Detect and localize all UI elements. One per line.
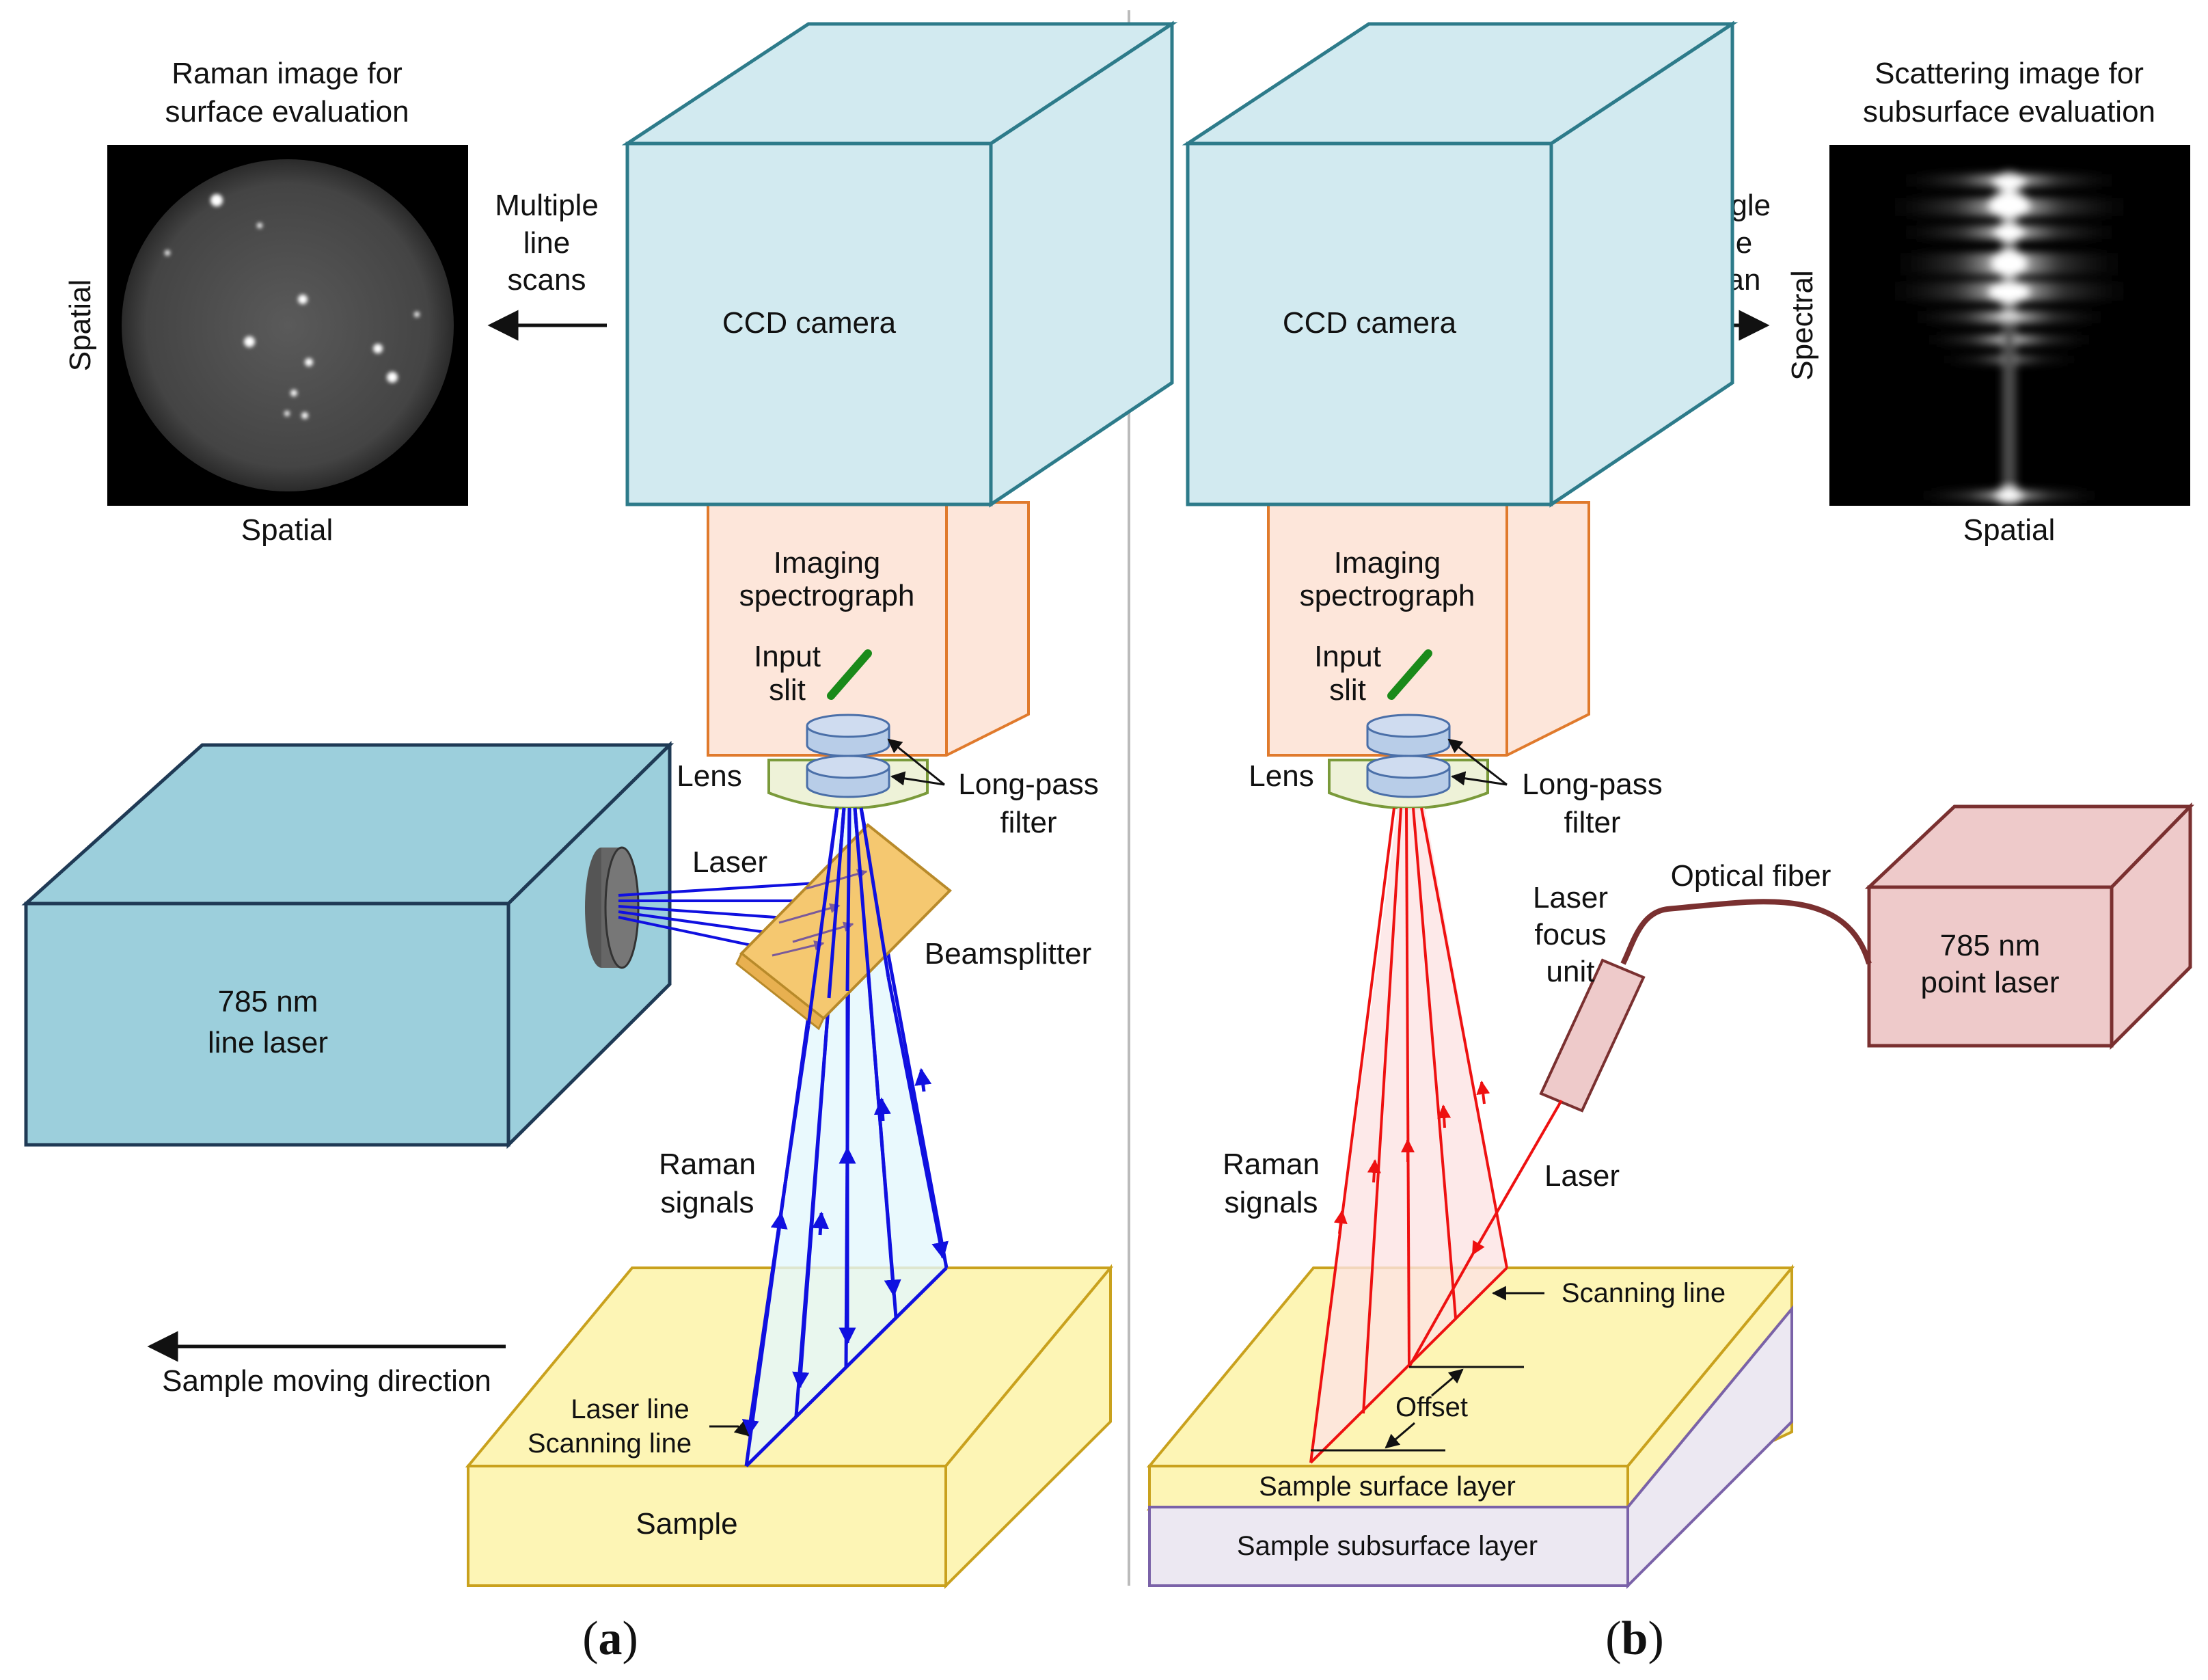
svg-text:(b): (b) <box>1605 1612 1664 1665</box>
point-laser-box <box>1864 802 2194 1051</box>
laser-focus-unit <box>1539 958 1646 1113</box>
input-slit-label-b-2: slit <box>1329 673 1366 707</box>
scan-label-3: scans <box>508 263 586 297</box>
laser-label: Laser <box>692 845 767 879</box>
filter-label-1: Long-pass <box>958 768 1098 801</box>
caption-a: (a) <box>582 1612 638 1665</box>
caption-b: (b) <box>1605 1612 1664 1665</box>
focus-unit-label-2: focus <box>1534 918 1606 951</box>
surface-layer-label: Sample surface layer <box>1259 1472 1516 1502</box>
offset-arrow-top <box>1431 1368 1464 1397</box>
filter-pointer-b-2 <box>1450 771 1508 786</box>
input-slit-b <box>1387 649 1432 700</box>
scan-label-1: Multiple <box>495 189 599 222</box>
spectrograph-label-2: spectrograph <box>739 579 915 612</box>
raman-signals-label-b-1: Raman <box>1223 1148 1320 1181</box>
imaging-spectrograph-b <box>1267 501 1590 757</box>
raman-image-axis-vertical: Spatial <box>64 280 97 372</box>
raman-signals-label-1: Raman <box>659 1148 756 1181</box>
scatter-image-title-2: subsurface evaluation <box>1863 95 2155 128</box>
ccd-camera-label-b: CCD camera <box>1283 306 1457 340</box>
raman-signal-arrowheads-b <box>1333 1081 1490 1234</box>
long-pass-filter-upper <box>806 714 890 757</box>
point-laser-label-2: point laser <box>1920 966 2059 999</box>
input-slit-label-2: slit <box>769 673 806 707</box>
incident-laser-b-ext <box>1408 1254 1474 1368</box>
raman-image-title-1: Raman image for <box>172 57 402 90</box>
long-pass-filter-upper-b <box>1366 714 1451 757</box>
spectrograph-label-1: Imaging <box>774 546 881 580</box>
panel-a: Raman image for surface evaluation Spati… <box>21 21 1178 1665</box>
scanning-line-label: Scanning line <box>528 1428 692 1459</box>
scan-label-2: line <box>523 226 571 260</box>
beamsplitter-label: Beamsplitter <box>925 937 1092 971</box>
raman-signals-label-2: signals <box>661 1186 754 1219</box>
focus-unit-label-1: Laser <box>1533 881 1608 914</box>
input-slit-label-1: Input <box>754 640 821 673</box>
sample-label: Sample <box>636 1507 737 1541</box>
offset-label: Offset <box>1395 1392 1468 1422</box>
subsurface-layer-label: Sample subsurface layer <box>1237 1531 1538 1561</box>
filter-pointer-1 <box>887 738 945 786</box>
beams-through-splitter <box>806 807 890 1026</box>
beamsplitter-internal-beams <box>772 869 868 957</box>
laser-label-b: Laser <box>1544 1159 1620 1193</box>
ccd-camera <box>621 21 1178 508</box>
raman-image <box>107 145 468 506</box>
filter-label-2: filter <box>1000 806 1057 839</box>
scanning-line-label-b: Scanning line <box>1562 1278 1726 1308</box>
laser-line-label: Laser line <box>571 1394 689 1424</box>
lens-label: Lens <box>677 759 741 793</box>
input-slit <box>827 649 872 700</box>
optical-fiber-label: Optical fiber <box>1671 859 1831 893</box>
sample-layers <box>1146 1264 1795 1589</box>
focus-unit-label-3: unit <box>1546 955 1595 988</box>
scattering-image <box>1829 145 2190 506</box>
long-pass-filter-lower-b <box>1366 755 1451 798</box>
svg-text:(a): (a) <box>582 1612 638 1665</box>
optical-fiber <box>1620 899 1872 965</box>
spectrograph-label-b-2: spectrograph <box>1300 579 1475 612</box>
line-laser-box <box>21 741 674 1150</box>
scatter-image-title-1: Scattering image for <box>1875 57 2144 90</box>
lens-label-b: Lens <box>1249 759 1313 793</box>
scatter-image-axis-horizontal: Spatial <box>1963 513 2056 547</box>
spectrograph-label-b-1: Imaging <box>1334 546 1441 580</box>
filter-pointer-b-1 <box>1447 738 1508 786</box>
scatter-image-axis-vertical: Spectral <box>1786 270 1819 380</box>
filter-label-b-1: Long-pass <box>1522 768 1662 801</box>
moving-direction-label: Sample moving direction <box>162 1364 491 1398</box>
long-pass-filter-lower <box>806 755 890 798</box>
filter-label-b-2: filter <box>1564 806 1620 839</box>
point-laser-label-1: 785 nm <box>1940 929 2041 962</box>
line-laser-label-1: 785 nm <box>218 985 318 1018</box>
raman-image-axis-horizontal: Spatial <box>241 513 333 547</box>
laser-line-pointer <box>709 1421 750 1437</box>
panel-b: Scattering image for subsurface evaluati… <box>1146 21 2194 1665</box>
filter-pointer-2 <box>890 771 945 786</box>
ccd-camera-label: CCD camera <box>722 306 897 340</box>
incident-laser-b <box>1471 1099 1563 1256</box>
beamsplitter <box>735 823 952 1031</box>
laser-incident-beams <box>741 977 949 1437</box>
ccd-camera-b <box>1182 21 1739 508</box>
line-laser-label-2: line laser <box>208 1026 328 1059</box>
raman-signals-label-b-2: signals <box>1225 1186 1318 1219</box>
input-slit-label-b-1: Input <box>1314 640 1381 673</box>
offset-arrow-bottom <box>1385 1422 1415 1449</box>
raman-image-title-2: surface evaluation <box>165 95 409 128</box>
offset-markers <box>1311 1366 1524 1452</box>
